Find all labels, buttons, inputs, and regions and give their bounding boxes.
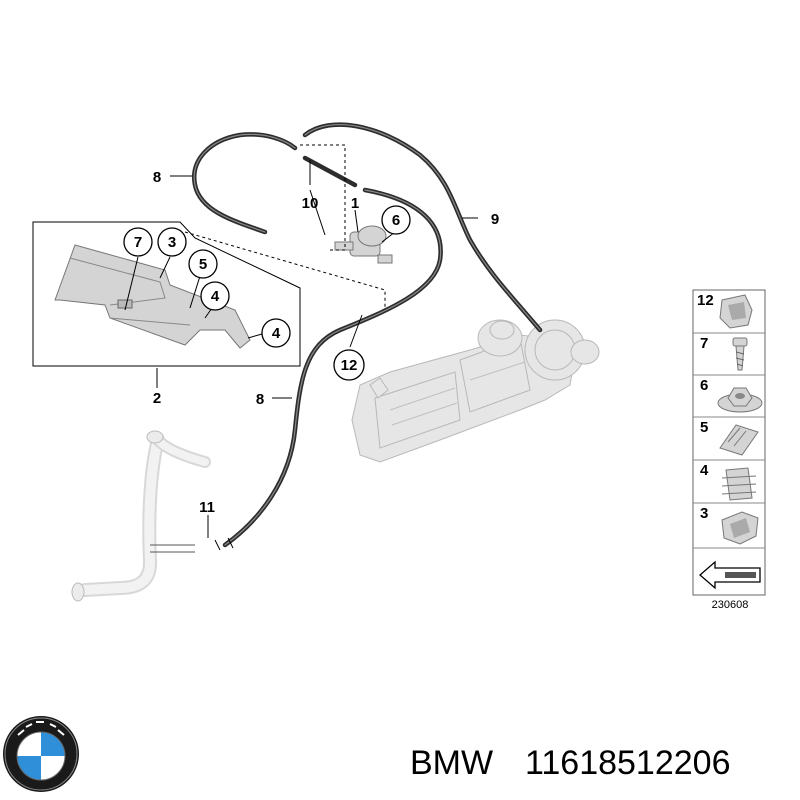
diagram-code: 230608 (712, 599, 749, 611)
callout-label: 5 (199, 256, 207, 273)
legend-label: 12 (697, 292, 714, 309)
vacuum-hoses (191, 122, 543, 551)
legend-label: 4 (700, 462, 709, 479)
coolant-pipe (71, 430, 211, 602)
nut-icon (717, 387, 763, 413)
clip-holder-icon (721, 467, 757, 501)
brand-name: BMW (410, 744, 493, 782)
callout-label: 4 (272, 325, 281, 342)
egr-cooler-assembly (351, 319, 600, 463)
callout-label: 8 (153, 169, 161, 186)
parts-legend: 12 7 6 5 4 3 (692, 289, 766, 611)
legend-label: 3 (700, 505, 708, 522)
callout-label: 8 (256, 391, 264, 408)
callouts: 8 10 1 6 9 7 3 5 4 4 2 12 8 11 (123, 169, 499, 516)
cable-holder-icon (719, 424, 759, 456)
callout-label: 12 (341, 357, 358, 374)
callout-label: 3 (168, 234, 176, 251)
bracket-frame (32, 221, 301, 367)
callout-label: 6 (392, 212, 400, 229)
bracket (54, 244, 251, 349)
callout-label: 9 (491, 211, 499, 228)
callout-label: 2 (153, 390, 161, 407)
callout-label: 4 (211, 288, 220, 305)
bmw-roundel-icon (3, 716, 79, 792)
legend-label: 6 (700, 377, 708, 394)
legend-label: 7 (700, 335, 708, 352)
hose-clip-icon (719, 294, 753, 329)
legend-label: 5 (700, 419, 708, 436)
callout-label: 1 (351, 195, 359, 212)
callout-label: 10 (302, 195, 319, 212)
clamp-icon (721, 511, 759, 545)
screw-icon (732, 337, 748, 371)
callout-label: 11 (199, 499, 215, 516)
part-number: 11618512206 (525, 744, 730, 782)
direction-arrow-icon (699, 560, 761, 590)
changeover-valve (334, 225, 393, 264)
callout-label: 7 (134, 234, 142, 251)
